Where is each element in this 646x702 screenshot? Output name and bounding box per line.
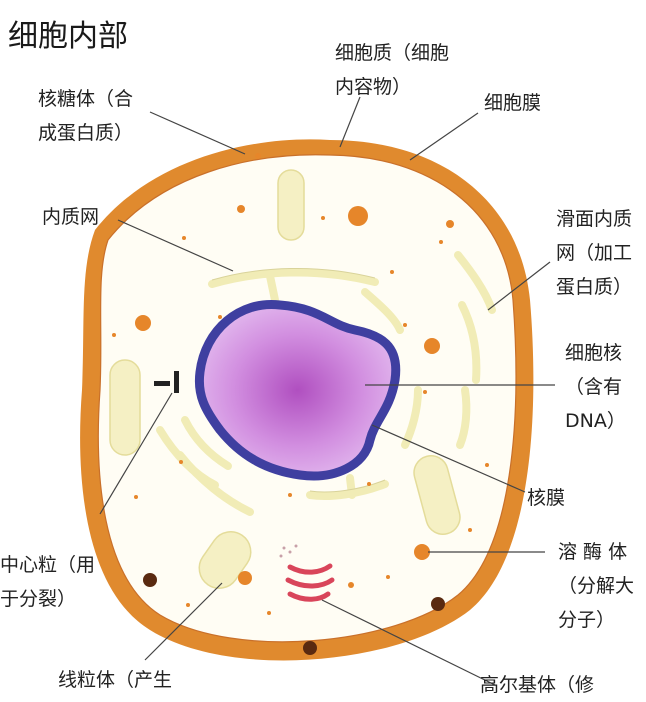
cell-membrane-label: 细胞膜 [484,86,541,120]
label-line: 分子） [558,609,616,631]
membrane-spot [303,641,317,655]
orange-granules [112,153,489,615]
label-line: （含有 [565,376,623,398]
label-line: （分解大 [558,575,635,597]
mitochondria-label: 线粒体（产生 [58,663,172,697]
pointer-lines [99,96,555,686]
nuclear-membrane-label: 核膜 [527,481,565,515]
er-label: 内质网 [42,200,99,234]
label-line: 成蛋白质） [38,122,134,144]
golgi-apparatus [285,563,335,602]
label-line: 中心粒（用 [0,554,96,576]
cytoplasm-label: 细胞质（细胞 内容物） [335,36,449,104]
label-line: 线粒体（产生 [58,669,173,691]
smooth-er-label: 滑面内质 网（加工 蛋白质） [556,202,632,304]
ribosome-label: 核糖体（合 成蛋白质） [38,82,133,150]
label-line: 内质网 [42,206,100,228]
label-line: 内容物） [335,76,412,98]
vesicles [109,169,461,589]
golgi-vesicles [279,544,298,558]
label-line: 核膜 [527,487,566,509]
label-line: DNA） [565,410,626,432]
label-line: 溶 酶 体 [558,541,628,563]
lysosome-label: 溶 酶 体 （分解大 分子） [558,535,634,637]
membrane-spot [143,573,157,587]
nuclear-membrane [194,299,401,481]
label-line: 细胞质（细胞 [335,42,450,64]
endoplasmic-reticulum [156,251,496,516]
page-title: 细胞内部 [8,19,128,54]
centriole-label: 中心粒（用 于分裂） [0,548,95,616]
label-line: 滑面内质 [556,208,633,230]
nucleus-label: 细胞核 （含有 DNA） [565,336,626,438]
label-line: 蛋白质） [556,276,633,298]
centriole [154,371,179,393]
label-line: 于分裂） [0,588,77,610]
golgi-label: 高尔基体（修 [480,668,594,702]
label-line: 细胞核 [565,342,623,364]
label-line: 高尔基体（修 [480,674,595,696]
membrane-spot [431,597,445,611]
label-line: 细胞膜 [484,92,542,114]
label-line: 网（加工 [556,242,633,264]
er-outline [211,267,386,493]
label-line: 核糖体（合 [38,88,134,110]
